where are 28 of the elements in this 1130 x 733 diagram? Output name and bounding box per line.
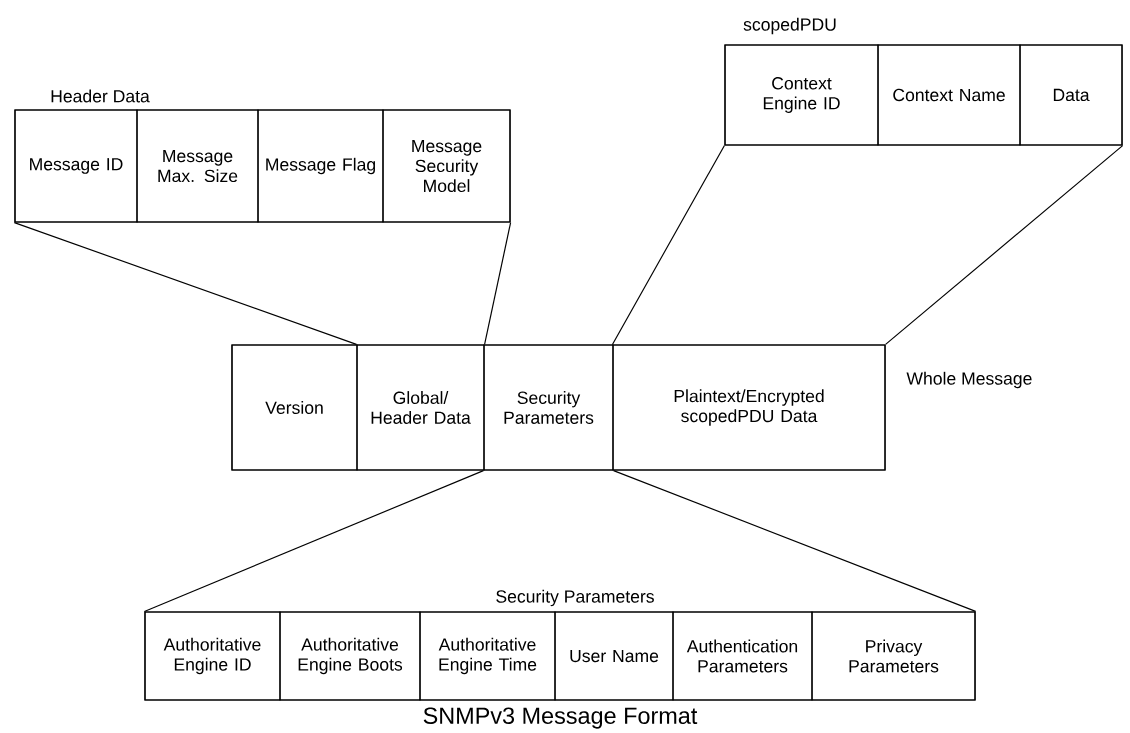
field-cell: Authentication Parameters	[672, 611, 813, 701]
field-cell: Version	[231, 344, 358, 471]
field-cell: Context Engine ID	[724, 44, 879, 146]
field-cell: Message ID	[14, 109, 138, 223]
field-cell: User Name	[554, 611, 674, 701]
band-heading: Header Data	[51, 89, 150, 103]
expansion-line	[13, 222, 357, 345]
band-heading: Security Parameters	[496, 589, 654, 607]
field-cell: Authoritative Engine Boots	[279, 611, 421, 701]
expansion-line	[611, 145, 725, 345]
field-cell: Data	[1019, 44, 1123, 146]
field-cell: Message Flag	[257, 109, 384, 223]
field-cell: Security Parameters	[483, 344, 614, 471]
band-heading: scopedPDU	[743, 17, 836, 35]
expansion-line	[885, 145, 1124, 345]
band-heading: Whole Message	[906, 371, 1032, 389]
field-cell: Privacy Parameters	[811, 611, 976, 701]
expansion-line	[484, 222, 512, 345]
field-cell: Global/ Header Data	[356, 344, 485, 471]
expansion-line	[143, 470, 484, 612]
field-cell: Authoritative Engine ID	[144, 611, 281, 701]
expansion-line	[613, 470, 977, 612]
caption: SNMPv3 Message Format	[423, 707, 698, 729]
field-cell: Message Security Model	[382, 109, 511, 223]
field-cell: Message Max. Size	[136, 109, 259, 223]
field-cell: Context Name	[877, 44, 1021, 146]
field-cell: Plaintext/Encrypted scopedPDU Data	[612, 344, 886, 471]
field-cell: Authoritative Engine Time	[419, 611, 556, 701]
